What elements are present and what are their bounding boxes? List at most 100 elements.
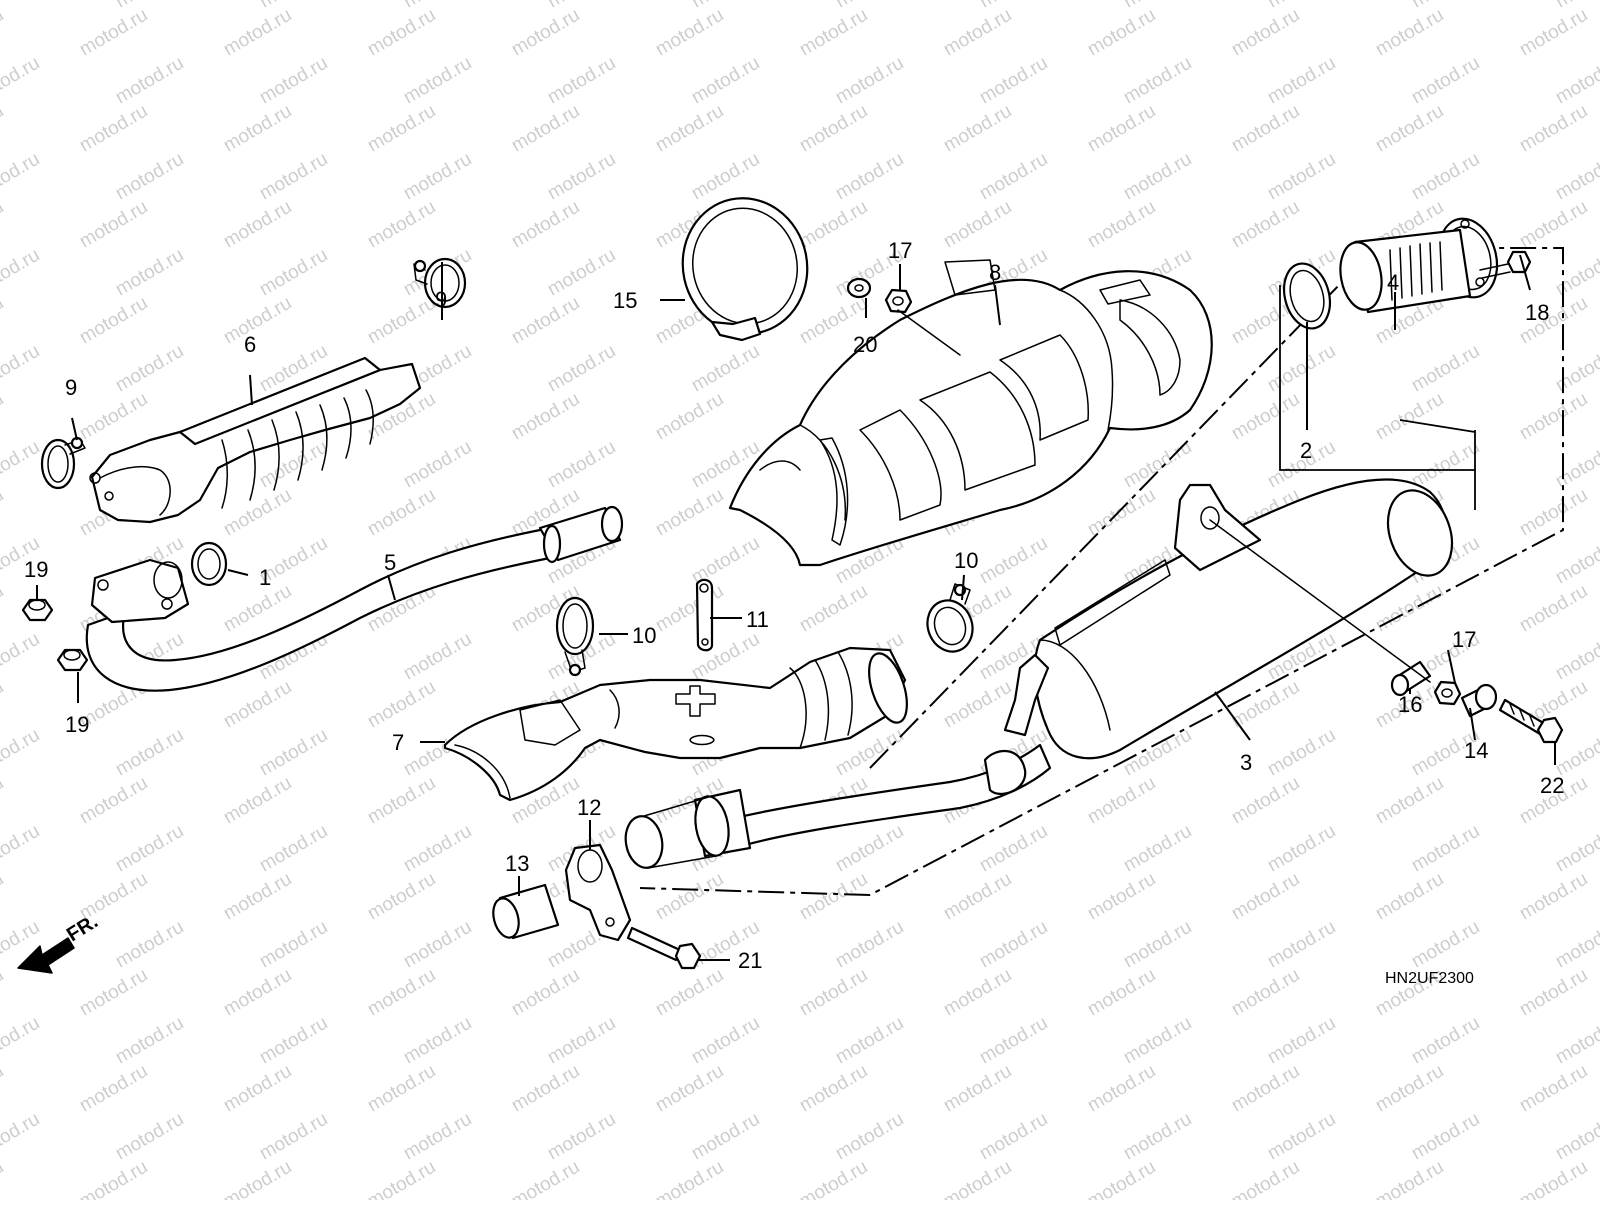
watermark-text: motod.ru — [688, 1013, 763, 1069]
watermark-text: motod.ru — [1084, 965, 1159, 1021]
watermark-text: motod.ru — [112, 53, 187, 109]
watermark-text: motod.ru — [544, 0, 619, 12]
part-12-joint-clamp — [564, 843, 632, 942]
watermark-text: motod.ru — [256, 0, 331, 12]
watermark-text: motod.ru — [508, 197, 583, 253]
watermark-text: motod.ru — [832, 1109, 907, 1165]
watermark-text: motod.ru — [1408, 341, 1483, 397]
watermark-text: motod.ru — [508, 965, 583, 1021]
watermark-text: motod.ru — [1552, 1013, 1600, 1069]
part-7-pipe-protector — [443, 646, 908, 802]
watermark-text: motod.ru — [0, 677, 7, 733]
watermark-text: motod.ru — [940, 677, 1015, 733]
watermark-text: motod.ru — [1084, 101, 1159, 157]
watermark-text: motod.ru — [688, 341, 763, 397]
watermark-text: motod.ru — [1084, 1061, 1159, 1117]
watermark-text: motod.ru — [76, 389, 151, 445]
watermark-text: motod.ru — [0, 293, 7, 349]
watermark-text: motod.ru — [112, 149, 187, 205]
part-3-muffler — [624, 478, 1454, 869]
watermark-text: motod.ru — [0, 1061, 7, 1117]
watermark-text: motod.ru — [364, 869, 439, 925]
part-13-gasket — [492, 883, 560, 940]
watermark-text: motod.ru — [652, 965, 727, 1021]
watermark-text: motod.ru — [1408, 437, 1483, 493]
watermark-text: motod.ru — [1372, 773, 1447, 829]
watermark-text: motod.ru — [364, 1061, 439, 1117]
watermark-text: motod.ru — [400, 53, 475, 109]
watermark-text: motod.ru — [1372, 101, 1447, 157]
watermark-text: motod.ru — [1516, 485, 1591, 541]
watermark-text: motod.ru — [940, 101, 1015, 157]
watermark-text: motod.ru — [400, 1109, 475, 1165]
part-2-gasket — [1282, 262, 1332, 330]
watermark-text: motod.ru — [652, 1157, 727, 1200]
callout-19-lower: 19 — [65, 712, 89, 737]
callout-19-upper: 19 — [24, 557, 48, 582]
callout-15: 15 — [613, 288, 637, 313]
watermark-text: motod.ru — [1552, 533, 1600, 589]
watermark-text: motod.ru — [364, 293, 439, 349]
watermark-text: motod.ru — [976, 533, 1051, 589]
watermark-text: motod.ru — [1264, 725, 1339, 781]
watermark-text: motod.ru — [76, 1157, 151, 1200]
watermark-text: motod.ru — [76, 293, 151, 349]
watermark-text: motod.ru — [832, 917, 907, 973]
watermark-text: motod.ru — [220, 197, 295, 253]
watermark-text: motod.ru — [940, 197, 1015, 253]
watermark-text: motod.ru — [796, 197, 871, 253]
watermark-text: motod.ru — [1372, 869, 1447, 925]
watermark-text: motod.ru — [976, 1013, 1051, 1069]
watermark-text: motod.ru — [1552, 437, 1600, 493]
watermark-text: motod.ru — [1228, 197, 1303, 253]
watermark-text: motod.ru — [1264, 0, 1339, 12]
watermark-text: motod.ru — [256, 149, 331, 205]
callout-4: 4 — [1387, 270, 1399, 295]
watermark-text: motod.ru — [364, 677, 439, 733]
callout-9-right: 9 — [435, 287, 447, 312]
watermark-text: motod.ru — [364, 965, 439, 1021]
callout-20: 20 — [853, 332, 877, 357]
part-5-exhaust-pipe — [85, 505, 624, 692]
watermark-text: motod.ru — [1516, 197, 1591, 253]
watermark-text: motod.ru — [0, 53, 43, 109]
watermark-text: motod.ru — [1408, 821, 1483, 877]
part-4-spark-arrester — [1339, 217, 1499, 314]
watermark-text: motod.ru — [1228, 1061, 1303, 1117]
watermark-text: motod.ru — [508, 293, 583, 349]
watermark-text: motod.ru — [0, 245, 43, 301]
watermark-text: motod.ru — [940, 1061, 1015, 1117]
part-15-band — [681, 197, 809, 342]
watermark-text: motod.ru — [508, 1061, 583, 1117]
watermark-text: motod.ru — [400, 1013, 475, 1069]
watermark-text: motod.ru — [1552, 245, 1600, 301]
watermark-text: motod.ru — [544, 437, 619, 493]
watermark-text: motod.ru — [976, 917, 1051, 973]
watermark-text: motod.ru — [508, 101, 583, 157]
watermark-text: motod.ru — [544, 53, 619, 109]
watermark-text: motod.ru — [112, 341, 187, 397]
callout-18: 18 — [1525, 300, 1549, 325]
watermark-text: motod.ru — [1120, 1013, 1195, 1069]
watermark-text: motod.ru — [652, 101, 727, 157]
watermark-text: motod.ru — [0, 629, 43, 685]
watermark-text: motod.ru — [1120, 1109, 1195, 1165]
watermark-text: motod.ru — [0, 1109, 43, 1165]
watermark-text: motod.ru — [1264, 53, 1339, 109]
watermark-text: motod.ru — [940, 1157, 1015, 1200]
part-8-muffler-protector — [728, 259, 1213, 567]
watermark-text: motod.ru — [1264, 917, 1339, 973]
watermark-text: motod.ru — [1408, 53, 1483, 109]
watermark-text: motod.ru — [112, 245, 187, 301]
watermark-text: motod.ru — [1084, 485, 1159, 541]
callout-17-lower: 17 — [1452, 627, 1476, 652]
part-6-exhaust-pipe-protector — [89, 356, 422, 524]
watermark-text: motod.ru — [1120, 0, 1195, 12]
watermark-text: motod.ru — [1084, 869, 1159, 925]
watermark-text: motod.ru — [544, 245, 619, 301]
watermark-text: motod.ru — [76, 965, 151, 1021]
part-11-strap — [695, 578, 714, 652]
watermark-text: motod.ru — [832, 821, 907, 877]
callout-10-left: 10 — [632, 623, 656, 648]
watermark-text: motod.ru — [1120, 917, 1195, 973]
